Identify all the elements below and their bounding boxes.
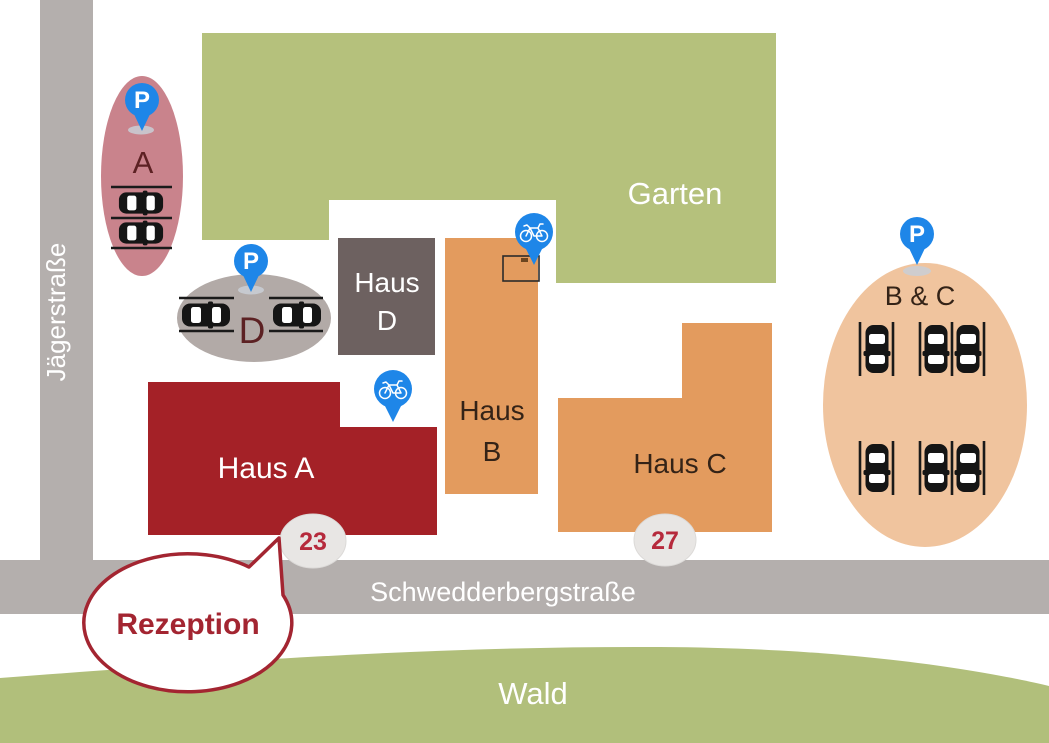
parked-car [273, 301, 321, 329]
parking-lot-d-label: D [239, 310, 266, 351]
haus-c-label: Haus C [633, 448, 726, 479]
house-number-badge-23: 23 [279, 513, 347, 569]
building-haus-a: Haus A [148, 382, 437, 535]
bike-pin-haus-a [373, 369, 413, 423]
parked-car [954, 325, 982, 373]
parking-lot-a: A [101, 76, 183, 276]
street-jaegerstrasse [40, 0, 93, 614]
building-haus-d: Haus D [338, 238, 435, 355]
garden-area [202, 33, 776, 283]
parking-lot-a-label: A [133, 145, 154, 180]
pin-shadow [903, 266, 931, 276]
haus-b-label-line2: B [483, 436, 502, 467]
haus-a-label: Haus A [218, 452, 315, 485]
parking-lot-bc: B & C [823, 217, 1027, 547]
reception-label: Rezeption [116, 608, 259, 641]
building-haus-c: Haus C [558, 323, 772, 532]
street-label-schwedderbergstrasse: Schwedderbergstraße [370, 577, 636, 607]
parked-car [118, 190, 164, 216]
parked-car [182, 301, 230, 329]
bike-shed-door [521, 258, 528, 262]
building-haus-b: Haus B [445, 238, 540, 494]
parking-lot-bc-label: B & C [885, 281, 956, 311]
haus-d-label-line2: D [377, 305, 397, 336]
haus-a-number: 23 [299, 528, 327, 556]
pin-shadow [128, 125, 154, 135]
parked-car [922, 444, 950, 492]
haus-c-number: 27 [651, 527, 679, 555]
parking-lot-d: D [177, 244, 331, 362]
parked-car [863, 444, 891, 492]
bike-shed-outline [502, 255, 540, 282]
haus-b-label-line1: Haus [459, 395, 524, 426]
parked-car [954, 444, 982, 492]
street-label-jaegerstrasse: Jägerstraße [41, 243, 71, 382]
reception-bubble: Rezeption [82, 536, 294, 694]
parking-pin-bc [900, 217, 934, 265]
parked-car [118, 220, 164, 246]
forest-label: Wald [498, 676, 567, 711]
parked-car [863, 325, 891, 373]
haus-d-label-line1: Haus [354, 267, 419, 298]
garden-label: Garten [628, 176, 723, 211]
parked-car [922, 325, 950, 373]
house-number-badge-27: 27 [633, 513, 697, 567]
